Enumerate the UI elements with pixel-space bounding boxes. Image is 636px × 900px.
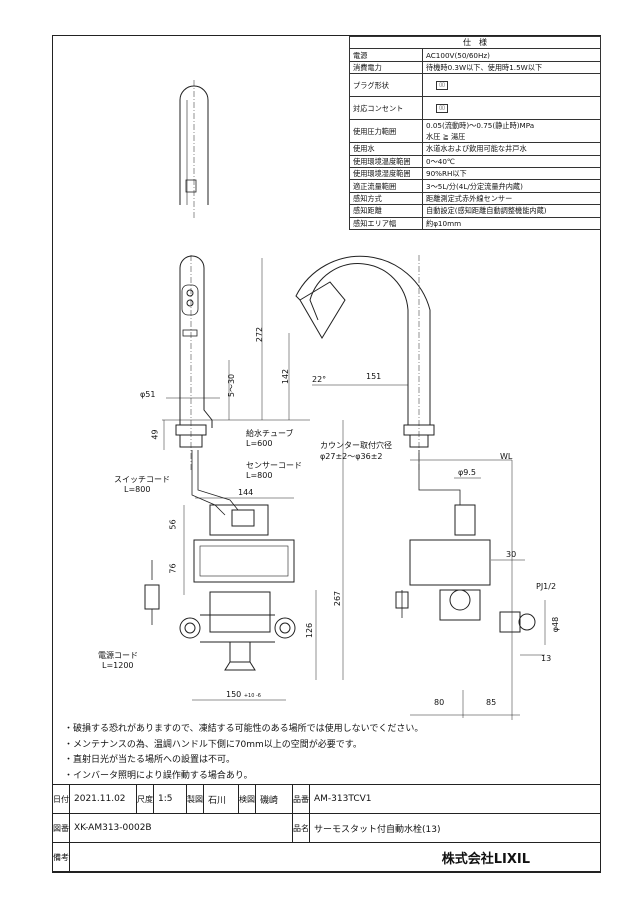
- checked-value: 磯崎: [255, 784, 293, 814]
- dim-56: 56: [168, 519, 178, 530]
- drawing-frame: [52, 35, 601, 873]
- dim-85: 85: [486, 698, 497, 707]
- drawn-value: 石川: [203, 784, 239, 814]
- note-item: ・メンテナンスの為、温調ハンドル下側に70mm以上の空間が必要です。: [64, 739, 362, 750]
- spec-value: 距離測定式赤外線センサー: [422, 191, 601, 206]
- dim-144: 144: [238, 488, 254, 497]
- dim-151: 151: [366, 372, 382, 381]
- note-item: ・直射日光が当たる場所への設置は不可。: [64, 755, 236, 765]
- dim-22-deg: 22°: [312, 375, 327, 384]
- spec-value: 90%RH以下: [422, 166, 601, 181]
- dim-30: 30: [506, 550, 517, 559]
- spec-key: プラグ形状: [349, 73, 423, 98]
- spec-key: 使用環境温度範囲: [349, 154, 423, 168]
- part-label: 品番: [292, 784, 310, 814]
- notes: ・破損する恐れがありますので、凍結する可能性のある場所では使用しないでください。…: [64, 722, 423, 784]
- dim-142: 142: [281, 368, 291, 385]
- spec-key: 使用圧力範囲: [349, 119, 423, 144]
- note-item: ・インバータ照明により誤作動する場合あり。: [64, 770, 253, 781]
- drawing-no-value: XK-AM313-0002B: [69, 813, 293, 843]
- dim-76: 76: [168, 563, 178, 574]
- dim-150-value: 150: [226, 690, 242, 699]
- spec-value: 3～5L/分(4L/分定流量弁内蔵): [422, 179, 601, 193]
- dim-51: φ51: [140, 390, 156, 399]
- dimension-lines: [162, 258, 546, 720]
- faucet-side-view: [295, 255, 536, 633]
- dim-49: 49: [150, 429, 160, 440]
- scale-value: 1:5: [153, 784, 187, 814]
- faucet-front-view: [144, 255, 296, 671]
- spec-value: 待機時0.3W以下、使用時1.5W以下: [422, 60, 601, 75]
- company-logo: 株式会社LIXIL: [69, 842, 601, 872]
- spec-header: 仕 様: [349, 35, 601, 50]
- spec-key: 使用環境湿度範囲: [349, 166, 423, 181]
- spec-key: 感知距離: [349, 204, 423, 218]
- part-value: AM-313TCV1: [309, 784, 601, 814]
- scale-label: 尺度: [136, 784, 154, 814]
- spec-value: 0～40℃: [422, 154, 601, 168]
- dim-150-tolerance: +10 -6: [243, 693, 261, 699]
- spec-key: 対応コンセント: [349, 96, 423, 121]
- dim-5-30: 5～30: [227, 373, 237, 398]
- dim-13: 13: [541, 654, 552, 663]
- spec-key: 感知方式: [349, 191, 423, 206]
- faucet-top-view: [179, 80, 209, 220]
- date-value: 2021.11.02: [69, 784, 137, 814]
- spec-value: AC100V(50/60Hz): [422, 48, 601, 62]
- outlet-shape-icon: ▯▯: [422, 96, 601, 121]
- dim-48: φ48: [551, 616, 561, 633]
- date-label: 日付: [52, 784, 70, 814]
- name-value: サーモスタット付自動水栓(13): [309, 813, 601, 843]
- dim-126: 126: [305, 622, 315, 639]
- drawn-label: 製図: [186, 784, 204, 814]
- spec-key: 電源: [349, 48, 423, 62]
- spec-value: 自動設定(感知距離自動調整機能内蔵): [422, 204, 601, 218]
- dim-80: 80: [434, 698, 445, 707]
- title-block: 日付 2021.11.02 尺度 1:5 製図 石川 検図 磯崎 品番 AM-3…: [52, 784, 601, 872]
- spec-value: 約φ10mm: [422, 216, 601, 230]
- dim-267: 267: [333, 590, 343, 607]
- dim-95: φ9.5: [458, 468, 476, 477]
- dim-272: 272: [255, 326, 265, 343]
- dim-150: 150 +10 -6: [226, 690, 261, 699]
- spec-key: 使用水: [349, 142, 423, 156]
- remark-label: 備考: [52, 842, 70, 872]
- spec-value: 水道水および飲用可能な井戸水: [422, 142, 601, 156]
- drawing-no-label: 図番: [52, 813, 70, 843]
- checked-label: 検図: [238, 784, 256, 814]
- note-item: ・破損する恐れがありますので、凍結する可能性のある場所では使用しないでください。: [64, 724, 424, 734]
- spec-key: 適正流量範囲: [349, 179, 423, 193]
- name-label: 品名: [292, 813, 310, 843]
- pj-label: PJ1/2: [536, 582, 557, 591]
- plug-shape-icon: ▯▯: [422, 73, 601, 98]
- spec-key: 消費電力: [349, 60, 423, 75]
- spec-key: 感知エリア幅: [349, 216, 423, 230]
- wl-label: WL: [500, 452, 513, 461]
